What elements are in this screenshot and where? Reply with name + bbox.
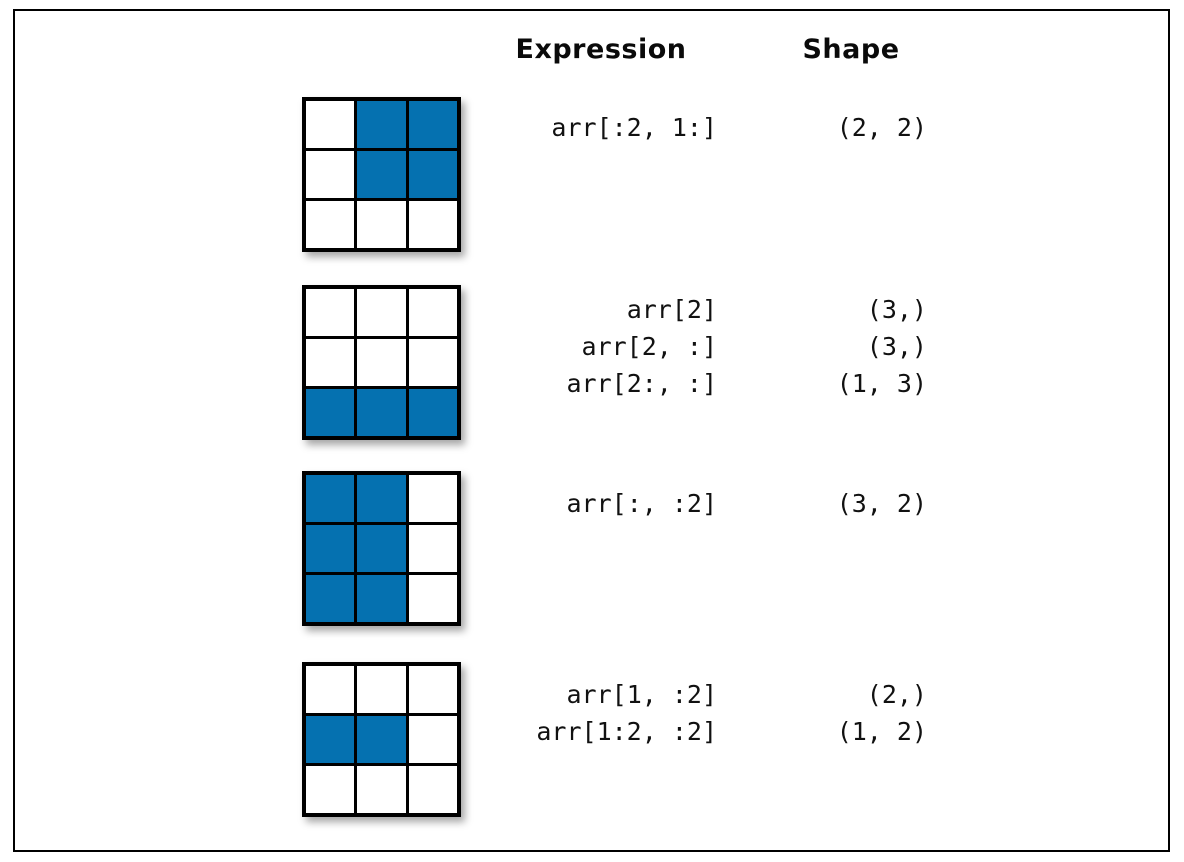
shape-list-item: (2,) <box>866 680 927 709</box>
array-grid-cells <box>302 97 461 252</box>
array-cell-r1-c1 <box>357 151 406 198</box>
shape-list-item: (1, 3) <box>836 369 927 398</box>
array-cell-r0-c0 <box>306 101 355 148</box>
shape-list-item: (3, 2) <box>836 489 927 518</box>
array-cell-r0-c1 <box>357 101 406 148</box>
array-grid <box>302 471 461 626</box>
array-cell-r0-c0 <box>306 289 355 336</box>
array-cell-r2-c1 <box>357 201 406 248</box>
column-header-expression: Expression <box>515 34 687 65</box>
shape-list: (3,) (3,) (1, 3) <box>775 291 927 402</box>
array-cell-r1-c2 <box>408 525 457 572</box>
array-cell-r2-c0 <box>306 575 355 622</box>
figure-frame: Expression Shape arr[:2, 1:] (2, 2) arr[… <box>13 9 1170 852</box>
array-grid <box>302 97 461 252</box>
array-cell-r1-c1 <box>357 716 406 763</box>
shape-list-item: (3,) <box>866 295 927 324</box>
array-cell-r1-c0 <box>306 525 355 572</box>
expression-list-item: arr[2:, :] <box>566 369 717 398</box>
array-cell-r2-c0 <box>306 389 355 436</box>
expression-list: arr[2] arr[2, :] arr[2:, :] <box>465 291 717 402</box>
array-grid-cells <box>302 662 461 817</box>
array-cell-r1-c0 <box>306 151 355 198</box>
expression-list: arr[:2, 1:] <box>465 109 717 146</box>
expression-list: arr[:, :2] <box>465 485 717 522</box>
shape-list-item: (3,) <box>866 332 927 361</box>
array-cell-r2-c1 <box>357 766 406 813</box>
array-cell-r1-c1 <box>357 525 406 572</box>
array-cell-r0-c2 <box>408 101 457 148</box>
expression-list-item: arr[1:2, :2] <box>536 717 717 746</box>
array-cell-r2-c0 <box>306 766 355 813</box>
array-cell-r0-c1 <box>357 289 406 336</box>
shape-list: (3, 2) <box>775 485 927 522</box>
array-cell-r0-c0 <box>306 666 355 713</box>
array-cell-r0-c2 <box>408 666 457 713</box>
shape-list-item: (1, 2) <box>836 717 927 746</box>
expression-list-item: arr[:2, 1:] <box>551 113 717 142</box>
array-cell-r0-c1 <box>357 475 406 522</box>
array-cell-r2-c2 <box>408 766 457 813</box>
expression-list-item: arr[2, :] <box>581 332 717 361</box>
array-cell-r1-c2 <box>408 151 457 198</box>
array-grid <box>302 662 461 817</box>
slicing-row: arr[:2, 1:] (2, 2) <box>15 91 1184 266</box>
column-header-shape: Shape <box>802 34 900 65</box>
shape-list: (2, 2) <box>775 109 927 146</box>
slicing-row: arr[2] arr[2, :] arr[2:, :] (3,) (3,) (1, 3) <box>15 279 1184 454</box>
expression-list-item: arr[:, :2] <box>566 489 717 518</box>
shape-list: (2,) (1, 2) <box>775 676 927 750</box>
array-cell-r2-c0 <box>306 201 355 248</box>
array-grid-cells <box>302 471 461 626</box>
expression-list: arr[1, :2] arr[1:2, :2] <box>465 676 717 750</box>
array-cell-r0-c1 <box>357 666 406 713</box>
array-cell-r0-c2 <box>408 289 457 336</box>
array-cell-r1-c2 <box>408 716 457 763</box>
array-cell-r2-c2 <box>408 389 457 436</box>
array-grid <box>302 285 461 440</box>
array-cell-r1-c0 <box>306 716 355 763</box>
array-cell-r2-c1 <box>357 575 406 622</box>
array-cell-r2-c1 <box>357 389 406 436</box>
expression-list-item: arr[1, :2] <box>566 680 717 709</box>
shape-list-item: (2, 2) <box>836 113 927 142</box>
expression-list-item: arr[2] <box>626 295 717 324</box>
array-cell-r1-c0 <box>306 339 355 386</box>
slicing-row: arr[1, :2] arr[1:2, :2] (2,) (1, 2) <box>15 656 1184 841</box>
array-cell-r2-c2 <box>408 575 457 622</box>
array-cell-r1-c2 <box>408 339 457 386</box>
slicing-row: arr[:, :2] (3, 2) <box>15 465 1184 645</box>
array-cell-r2-c2 <box>408 201 457 248</box>
array-cell-r0-c0 <box>306 475 355 522</box>
array-cell-r1-c1 <box>357 339 406 386</box>
array-cell-r0-c2 <box>408 475 457 522</box>
array-grid-cells <box>302 285 461 440</box>
